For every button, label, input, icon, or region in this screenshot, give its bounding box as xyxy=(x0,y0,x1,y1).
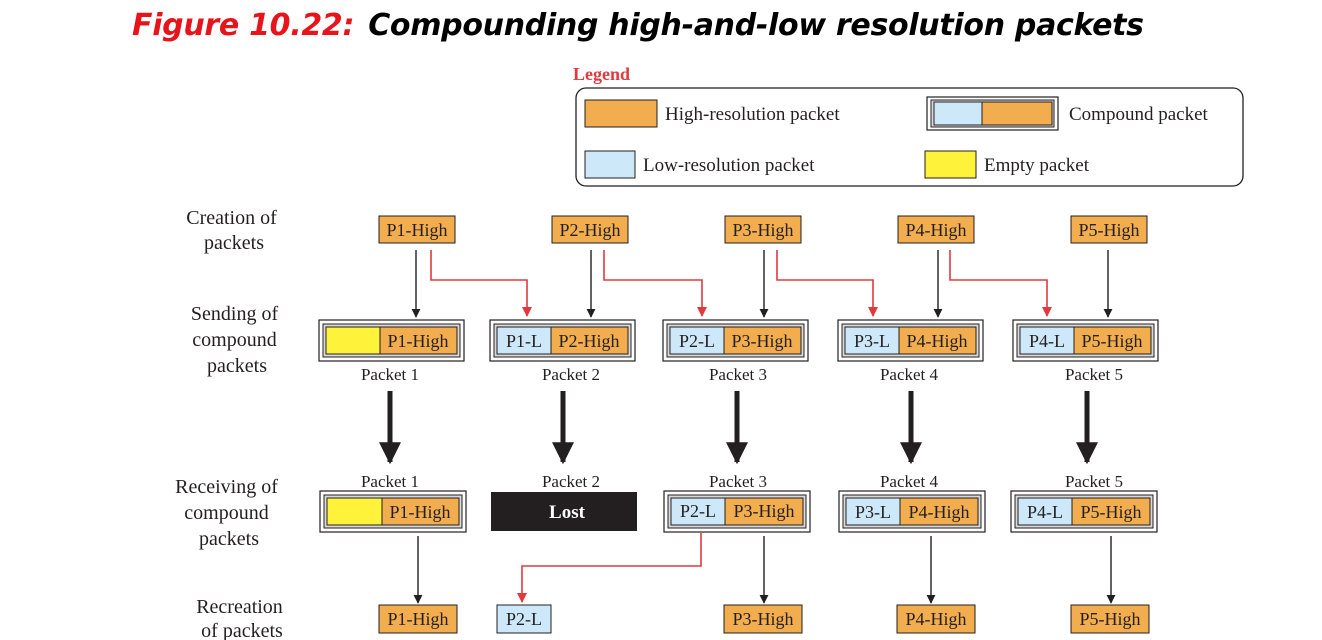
svg-text:P2-L: P2-L xyxy=(680,501,716,521)
recovery-red-arrow xyxy=(517,533,702,603)
creation-row: P1-High P2-High P3-High P4-High P5-High xyxy=(378,215,1148,244)
row-label-receiving: Receiving of compound packets xyxy=(175,476,283,550)
row-label-sending: Sending of compound packets xyxy=(191,303,283,377)
figure-title: Figure 10.22: Compounding high-and-low re… xyxy=(132,8,1144,43)
low-res-red-arrow xyxy=(776,250,878,317)
receiving-row: Packet 1 Packet 2 Packet 3 Packet 4 Pack… xyxy=(319,472,1158,533)
svg-text:P2-High: P2-High xyxy=(558,331,619,351)
legend-swatch-low xyxy=(584,150,636,179)
svg-text:P2-High: P2-High xyxy=(559,220,620,240)
packet-label: Packet 1 xyxy=(361,472,419,491)
packet-label: Packet 4 xyxy=(880,365,939,384)
legend-swatch-high xyxy=(584,99,658,128)
recreated-packet: P3-High xyxy=(723,604,803,634)
packet-label: Packet 2 xyxy=(542,365,600,384)
legend-swatch-compound xyxy=(926,96,1059,131)
recreated-packet: P1-High xyxy=(378,604,458,634)
packet-label: Packet 1 xyxy=(361,365,419,384)
svg-text:P3-High: P3-High xyxy=(733,501,794,521)
lost-packet: Lost xyxy=(491,492,637,531)
receiving-to-recreation-arrows xyxy=(413,533,1116,604)
recreated-packet: P2-L xyxy=(496,604,552,634)
packet-label: Packet 4 xyxy=(880,472,939,491)
sending-row: P1-High Packet 1 P1-L P2-High Packet 2 P… xyxy=(318,319,1159,384)
legend-swatch-empty xyxy=(924,150,977,179)
created-packet: P4-High xyxy=(897,215,975,244)
svg-text:P4-L: P4-L xyxy=(1027,502,1063,522)
svg-text:P5-High: P5-High xyxy=(1079,609,1140,629)
created-packet: P5-High xyxy=(1070,215,1148,244)
row-label-creation: Creation of packets xyxy=(186,207,282,254)
svg-text:P2-L: P2-L xyxy=(679,331,715,351)
legend-label-high: High-resolution packet xyxy=(665,104,840,125)
sent-compound-packet: P3-L P4-High Packet 4 xyxy=(837,319,984,384)
svg-text:P3-L: P3-L xyxy=(855,502,891,522)
recreation-row: P1-High P2-L P3-High P4-High P5-High xyxy=(378,604,1150,634)
figure-number: Figure 10.22: xyxy=(132,8,355,43)
svg-text:P1-L: P1-L xyxy=(506,331,542,351)
creation-to-sending-arrows xyxy=(411,250,1113,318)
packet-label: Packet 5 xyxy=(1065,472,1123,491)
figure-title-text: Compounding high-and-low resolution pack… xyxy=(368,8,1144,43)
created-packet: P2-High xyxy=(551,215,629,244)
row-labels: Creation of packets Sending of compound … xyxy=(175,207,288,640)
legend-frame xyxy=(575,87,1244,187)
sent-compound-packet: P1-High Packet 1 xyxy=(318,319,465,384)
svg-text:P4-High: P4-High xyxy=(908,502,969,522)
sent-compound-packet: P1-L P2-High Packet 2 xyxy=(489,319,636,384)
low-res-red-arrow xyxy=(603,250,707,317)
svg-text:P5-High: P5-High xyxy=(1078,220,1139,240)
low-res-red-arrow xyxy=(430,250,532,317)
received-compound-packet: P4-L P5-High xyxy=(1010,490,1158,533)
packet-label: Packet 5 xyxy=(1065,365,1123,384)
legend-label-low: Low-resolution packet xyxy=(643,155,815,176)
transmission-arrows xyxy=(379,391,1098,465)
svg-text:P1-High: P1-High xyxy=(389,502,450,522)
svg-text:P4-L: P4-L xyxy=(1029,331,1065,351)
low-res-red-arrow xyxy=(949,250,1052,317)
recreated-packet: P4-High xyxy=(896,604,976,634)
svg-text:P4-High: P4-High xyxy=(905,220,966,240)
svg-text:P2-L: P2-L xyxy=(506,609,542,629)
svg-text:P3-L: P3-L xyxy=(854,331,890,351)
svg-text:Lost: Lost xyxy=(549,502,586,523)
legend-heading: Legend xyxy=(573,64,630,84)
legend: Legend High-resolution packet Compound p… xyxy=(573,64,1244,187)
legend-label-empty: Empty packet xyxy=(984,155,1090,176)
svg-text:P1-High: P1-High xyxy=(386,220,447,240)
packet-label: Packet 2 xyxy=(542,472,600,491)
svg-text:P5-High: P5-High xyxy=(1081,331,1142,351)
row-label-recreation: Recreation of packets xyxy=(196,596,288,640)
svg-text:P5-High: P5-High xyxy=(1080,502,1141,522)
legend-label-compound: Compound packet xyxy=(1069,104,1209,125)
sent-compound-packet: P4-L P5-High Packet 5 xyxy=(1012,319,1159,384)
svg-text:P3-High: P3-High xyxy=(732,220,793,240)
received-compound-packet: P3-L P4-High xyxy=(838,490,986,533)
svg-text:P3-High: P3-High xyxy=(731,331,792,351)
svg-text:P3-High: P3-High xyxy=(732,609,793,629)
svg-text:P4-High: P4-High xyxy=(905,609,966,629)
svg-text:P1-High: P1-High xyxy=(387,609,448,629)
received-compound-packet: P2-L P3-High xyxy=(663,490,811,533)
packet-label: Packet 3 xyxy=(709,472,767,491)
packet-label: Packet 3 xyxy=(709,365,767,384)
svg-text:P1-High: P1-High xyxy=(387,331,448,351)
received-compound-packet: P1-High xyxy=(319,490,467,533)
svg-text:P4-High: P4-High xyxy=(906,331,967,351)
created-packet: P3-High xyxy=(724,215,802,244)
sent-compound-packet: P2-L P3-High Packet 3 xyxy=(662,319,809,384)
created-packet: P1-High xyxy=(378,215,456,244)
recreated-packet: P5-High xyxy=(1070,604,1150,634)
